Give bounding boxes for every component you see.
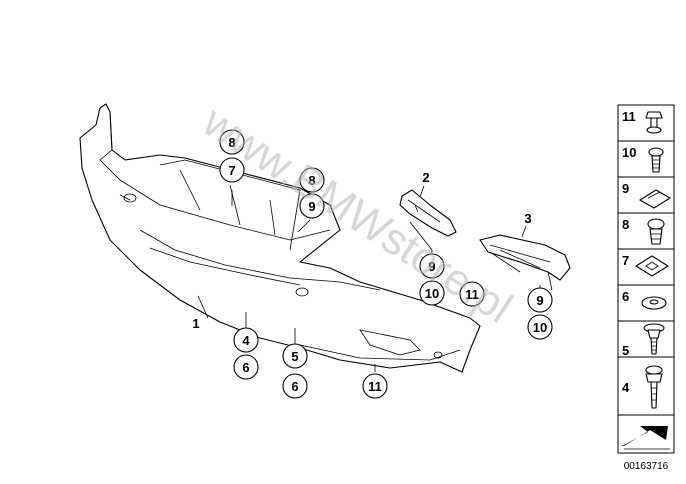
svg-text:9: 9 xyxy=(536,293,543,308)
legend-num-10: 10 xyxy=(622,145,636,160)
callout-10-bracket-3: 10 xyxy=(527,314,553,340)
svg-text:9: 9 xyxy=(308,199,315,214)
bracket-part-3 xyxy=(479,234,571,291)
legend-num-8: 8 xyxy=(622,217,629,232)
callout-11-bottom: 11 xyxy=(362,373,388,399)
svg-text:4: 4 xyxy=(242,333,250,348)
svg-text:9: 9 xyxy=(428,259,435,274)
callout-8-center: 8 xyxy=(299,167,325,193)
callout-9-bracket-3: 9 xyxy=(527,287,553,313)
svg-text:7: 7 xyxy=(228,163,235,178)
speed-nut-icon xyxy=(639,189,671,209)
svg-text:10: 10 xyxy=(533,320,547,335)
expanding-rivet-icon xyxy=(645,111,663,134)
part-label-2: 2 xyxy=(422,170,429,185)
callout-7: 7 xyxy=(219,157,245,183)
fastener-legend-panel: 11 10 9 8 7 6 5 4 xyxy=(617,104,675,472)
square-nut-icon xyxy=(635,255,669,277)
callout-5: 5 xyxy=(282,343,308,369)
legend-num-6: 6 xyxy=(622,289,629,304)
legend-num-9: 9 xyxy=(622,181,629,196)
part-label-1: 1 xyxy=(192,316,199,331)
callout-9-bracket-2: 9 xyxy=(419,253,445,279)
push-clip-icon xyxy=(648,147,664,173)
svg-text:11: 11 xyxy=(465,287,479,302)
legend-num-4: 4 xyxy=(622,380,630,395)
svg-text:11: 11 xyxy=(368,379,382,394)
legend-num-11: 11 xyxy=(622,109,636,124)
callout-8-upper-left: 8 xyxy=(219,129,245,155)
svg-text:5: 5 xyxy=(291,349,298,364)
screw-icon xyxy=(645,365,663,409)
legend-num-5: 5 xyxy=(622,343,629,358)
callout-4: 4 xyxy=(233,327,259,353)
part-label-3: 3 xyxy=(524,211,531,226)
washer-screw-icon xyxy=(643,323,665,355)
svg-text:8: 8 xyxy=(308,173,315,188)
callout-6-left: 6 xyxy=(233,354,259,380)
body-clip-icon xyxy=(647,218,665,245)
callout-10-bracket-2: 10 xyxy=(419,280,445,306)
legend-num-7: 7 xyxy=(622,253,629,268)
document-number: 00163716 xyxy=(624,461,669,472)
washer-icon xyxy=(641,296,667,310)
svg-text:8: 8 xyxy=(228,135,235,150)
bracket-part-2 xyxy=(399,189,457,237)
callout-11-right: 11 xyxy=(459,281,485,307)
svg-text:6: 6 xyxy=(291,379,298,394)
direction-arrow-icon xyxy=(622,426,670,450)
callout-6-right: 6 xyxy=(282,373,308,399)
svg-text:6: 6 xyxy=(242,360,249,375)
front-bumper-trim xyxy=(79,103,481,373)
callout-9-center: 9 xyxy=(299,193,325,219)
svg-text:10: 10 xyxy=(425,286,439,301)
